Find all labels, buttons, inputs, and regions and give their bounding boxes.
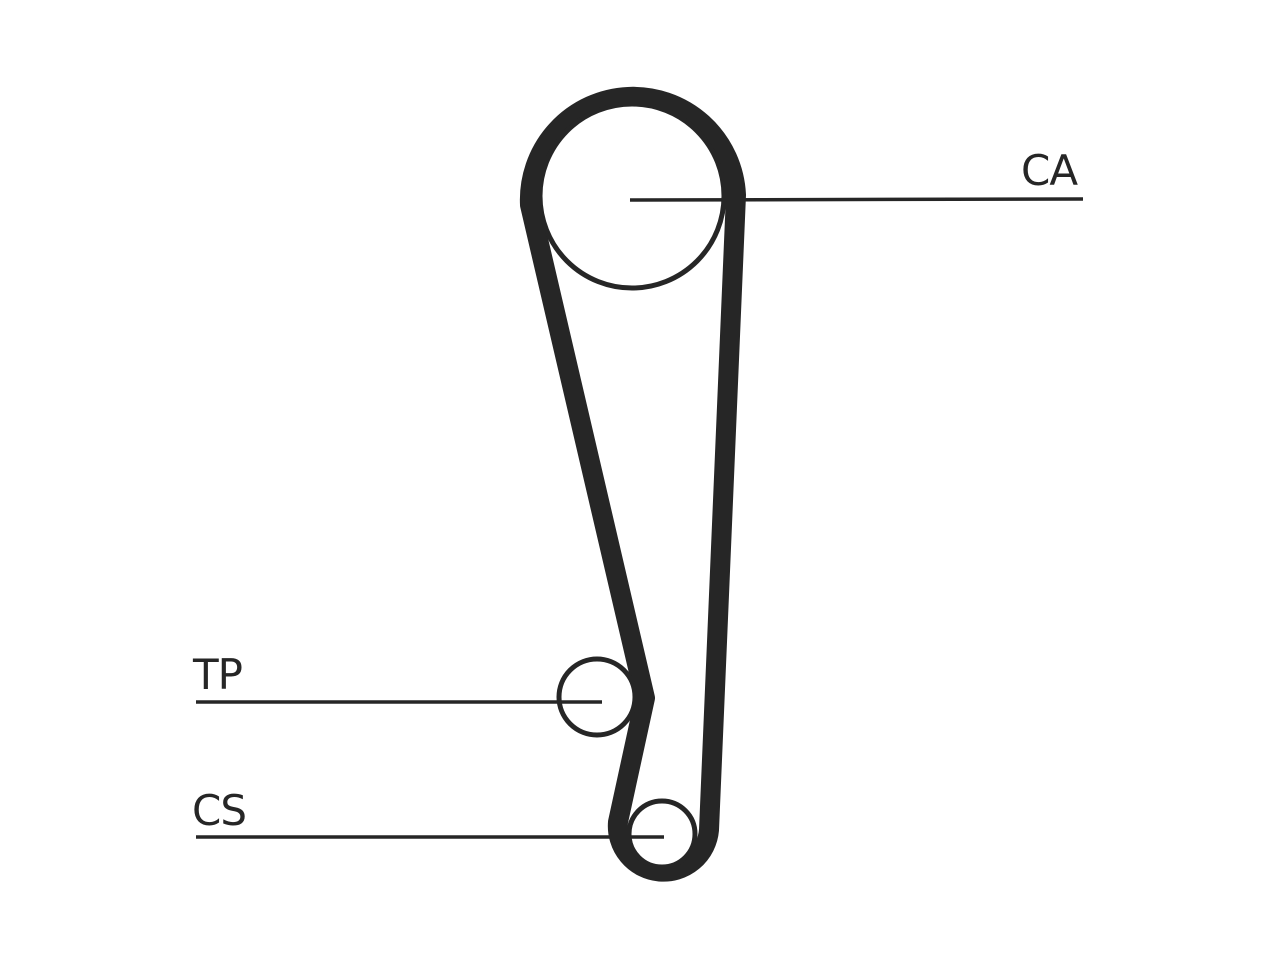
camshaft-label: CA: [1021, 146, 1078, 195]
crankshaft-label: CS: [192, 786, 246, 835]
camshaft-leader-line: [629, 197, 1084, 202]
crankshaft-pulley: [626, 798, 698, 870]
camshaft-pulley: [537, 101, 727, 291]
tensioner-label: TP: [192, 650, 242, 699]
timing-belt: [519, 86, 746, 882]
tensioner-pulley: [556, 656, 638, 738]
